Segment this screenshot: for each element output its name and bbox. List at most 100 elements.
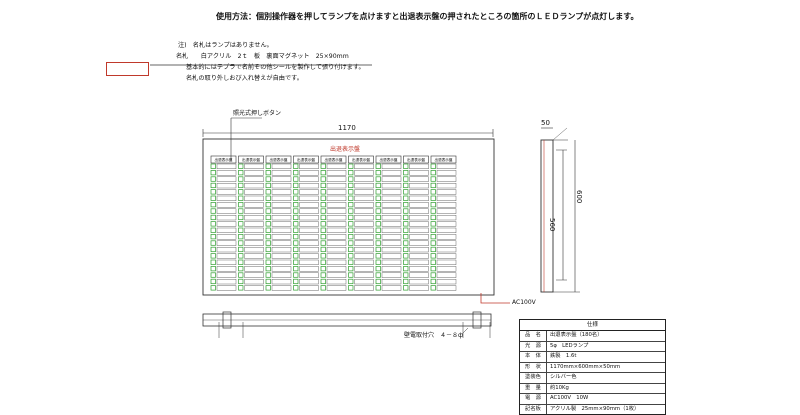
led-lamp <box>430 272 436 278</box>
led-lamp <box>265 208 271 214</box>
led-lamp <box>375 163 381 169</box>
led-lamp <box>293 170 299 176</box>
nameplate-slot <box>271 246 292 253</box>
nameplate-slot <box>326 170 347 176</box>
nameplate-slot <box>299 259 319 266</box>
nameplate-slot <box>326 266 347 272</box>
led-lamp <box>293 163 299 169</box>
nameplate-slot <box>436 176 457 182</box>
led-lamp <box>403 227 409 233</box>
nameplate-slot <box>216 214 237 221</box>
nameplate-slot <box>354 285 374 291</box>
nameplate-slot <box>216 189 237 195</box>
led-lamp <box>430 170 436 176</box>
led-lamp <box>293 266 299 272</box>
nameplate-slot <box>271 227 292 234</box>
spec-key: 形 状 <box>520 362 547 372</box>
column-header-text: 出退表示盤 <box>270 157 288 162</box>
nameplate-slot <box>354 221 374 227</box>
nameplate-slot <box>354 227 374 234</box>
led-lamp <box>375 170 381 176</box>
led-lamp <box>430 253 436 259</box>
led-lamp <box>375 208 381 214</box>
nameplate-slot <box>271 253 292 259</box>
led-lamp <box>403 285 409 291</box>
led-lamp <box>375 278 381 285</box>
nameplate-slot <box>326 246 347 253</box>
nameplate-slot <box>409 246 429 253</box>
nameplate-slot <box>326 279 347 285</box>
led-lamp <box>403 189 409 195</box>
led-lamp <box>238 221 244 227</box>
nameplate-slot <box>244 208 264 214</box>
spec-key: 光 源 <box>520 341 547 351</box>
nameplate-slot <box>436 163 457 170</box>
spec-value: シルバー色 <box>550 374 577 380</box>
led-lamp <box>320 272 326 278</box>
nameplate-slot <box>436 227 457 234</box>
led-lamp <box>265 163 271 169</box>
column-header-text: 出退表示盤 <box>325 157 343 162</box>
nameplate-slot <box>409 253 429 259</box>
led-lamp <box>238 208 244 214</box>
side-height-dimension: 600 <box>575 190 583 204</box>
column-header-cell <box>375 155 402 164</box>
column-header-cell <box>265 155 292 164</box>
diagram-canvas: 出退表示盤出退表示盤出退表示盤出退表示盤出退表示盤出退表示盤出退表示盤出退表示盤… <box>150 64 580 338</box>
nameplate-slot <box>354 272 374 278</box>
column-header-text: 出退表示盤 <box>297 157 315 162</box>
column-header-text: 出退表示盤 <box>242 157 260 162</box>
column-header-cell <box>293 155 319 164</box>
nameplate-slot <box>271 279 292 285</box>
nameplate-slot <box>216 182 237 189</box>
spec-value: 1170mm×600mm×50mm <box>550 363 621 370</box>
nameplate-slot <box>326 240 347 246</box>
nameplate-slot <box>381 259 402 266</box>
led-lamp <box>238 246 244 253</box>
nameplate-slot <box>299 272 319 278</box>
nameplate-slot <box>244 170 264 176</box>
mount-hole-label: 壁電取付穴 ４－８ф <box>404 332 464 339</box>
nameplate-slot <box>436 272 457 278</box>
nameplate-slot <box>409 176 429 182</box>
nameplate-slot <box>436 195 457 202</box>
nameplate-slot <box>326 285 347 291</box>
nameplate-slot <box>436 189 457 195</box>
led-lamp <box>238 253 244 259</box>
column-header-cell <box>403 155 429 164</box>
led-lamp <box>238 202 244 208</box>
nameplate-slot <box>381 202 402 208</box>
nameplate-slot <box>271 240 292 246</box>
led-lamp <box>375 240 381 246</box>
column-header-text: 出退表示盤 <box>407 157 425 162</box>
nameplate-slot <box>436 253 457 259</box>
spec-value: 約10Kg <box>550 384 569 391</box>
nameplate-slot <box>436 182 457 189</box>
nameplate-slot <box>326 259 347 266</box>
led-lamp <box>348 272 354 278</box>
nameplate-slot <box>299 246 319 253</box>
nameplate-slot <box>216 163 237 170</box>
led-lamp <box>238 176 244 182</box>
nameplate-slot <box>244 182 264 189</box>
nameplate-slot <box>216 266 237 272</box>
nameplate-slot <box>216 208 237 214</box>
nameplate-slot <box>244 234 264 240</box>
nameplate-slot <box>326 272 347 278</box>
led-lamp <box>293 227 299 233</box>
nameplate-slot <box>354 266 374 272</box>
led-lamp <box>348 285 354 291</box>
nameplate-slot <box>381 170 402 176</box>
column-header-text: 出退表示盤 <box>380 157 398 162</box>
spec-key: 品 名 <box>520 331 547 341</box>
nameplate-slot <box>409 266 429 272</box>
spec-key: 電 源 <box>520 394 547 404</box>
led-lamp <box>210 202 216 208</box>
nameplate-slot <box>244 195 264 202</box>
spec-value: 5φ LEDランプ <box>550 342 589 349</box>
nameplate-slot <box>409 163 429 170</box>
led-lamp <box>265 240 271 246</box>
led-lamp <box>430 234 436 240</box>
nameplate-slot <box>436 170 457 176</box>
